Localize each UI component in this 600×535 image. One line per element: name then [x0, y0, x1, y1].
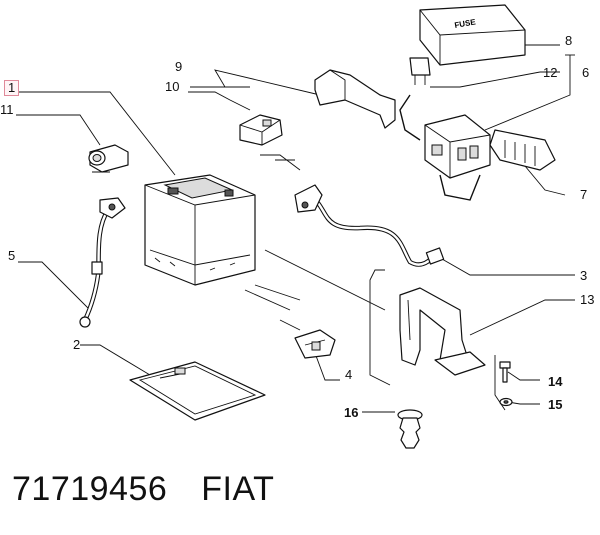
- caption: 71719456 FIAT: [12, 470, 308, 509]
- guide-battery-bracket: [264, 249, 386, 311]
- leader-5: [18, 261, 91, 311]
- guide-battery-pad-b: [244, 289, 291, 311]
- fuse-box-cover: FUSE: [419, 4, 526, 66]
- leader-1: [18, 91, 176, 176]
- callout-4[interactable]: 4: [345, 367, 353, 382]
- leader-9: [190, 69, 321, 96]
- brand-name: FIAT: [201, 470, 275, 508]
- relay-holder: [489, 129, 556, 171]
- leader-3: [434, 254, 575, 276]
- callout-3[interactable]: 3: [580, 268, 588, 283]
- fuse-box-body: [399, 94, 491, 201]
- bolt-14: [499, 361, 511, 383]
- fuse-blade: [409, 57, 431, 85]
- leader-12: [430, 71, 541, 88]
- callout-1[interactable]: 1: [4, 80, 20, 96]
- leader-14: [507, 371, 540, 381]
- callout-5[interactable]: 5: [8, 248, 16, 263]
- leader-6: [484, 55, 571, 131]
- callout-10[interactable]: 10: [165, 79, 180, 94]
- callout-11[interactable]: 11: [0, 102, 14, 117]
- callout-6[interactable]: 6: [582, 65, 590, 80]
- leader-2: [80, 344, 151, 376]
- fuse-cover-text: FUSE: [454, 17, 477, 30]
- callout-13[interactable]: 13: [580, 292, 595, 307]
- callout-8[interactable]: 8: [565, 33, 573, 48]
- guide-10: [260, 154, 301, 171]
- guide-bracket-bracket: [369, 269, 391, 386]
- mounting-bracket-9: [314, 69, 396, 129]
- negative-cable-5: [79, 197, 126, 328]
- washer-15: [499, 397, 513, 407]
- leader-15: [507, 401, 540, 405]
- guide-battery-pad-a: [254, 284, 301, 301]
- guide-pad-c: [279, 319, 301, 331]
- callout-12[interactable]: 12: [543, 65, 558, 80]
- callout-7[interactable]: 7: [580, 187, 588, 202]
- positive-cable-3: [294, 184, 445, 267]
- callout-15[interactable]: 15: [548, 397, 563, 412]
- part-number: 71719456: [12, 470, 168, 508]
- battery: [144, 174, 256, 286]
- push-clip-16: [397, 409, 423, 449]
- callout-16[interactable]: 16: [344, 405, 359, 420]
- leader-11: [16, 114, 101, 146]
- clamp-10: [239, 114, 283, 146]
- leader-7: [519, 159, 566, 196]
- callout-2[interactable]: 2: [73, 337, 81, 352]
- callout-14[interactable]: 14: [548, 374, 563, 389]
- clamp-plate-4: [294, 329, 336, 359]
- callout-9[interactable]: 9: [175, 59, 183, 74]
- leader-13: [469, 299, 575, 336]
- hold-down-bracket-13: [399, 287, 486, 376]
- battery-tray-2: [129, 361, 266, 421]
- leader-10: [188, 91, 251, 111]
- terminal-cap-11: [88, 144, 129, 173]
